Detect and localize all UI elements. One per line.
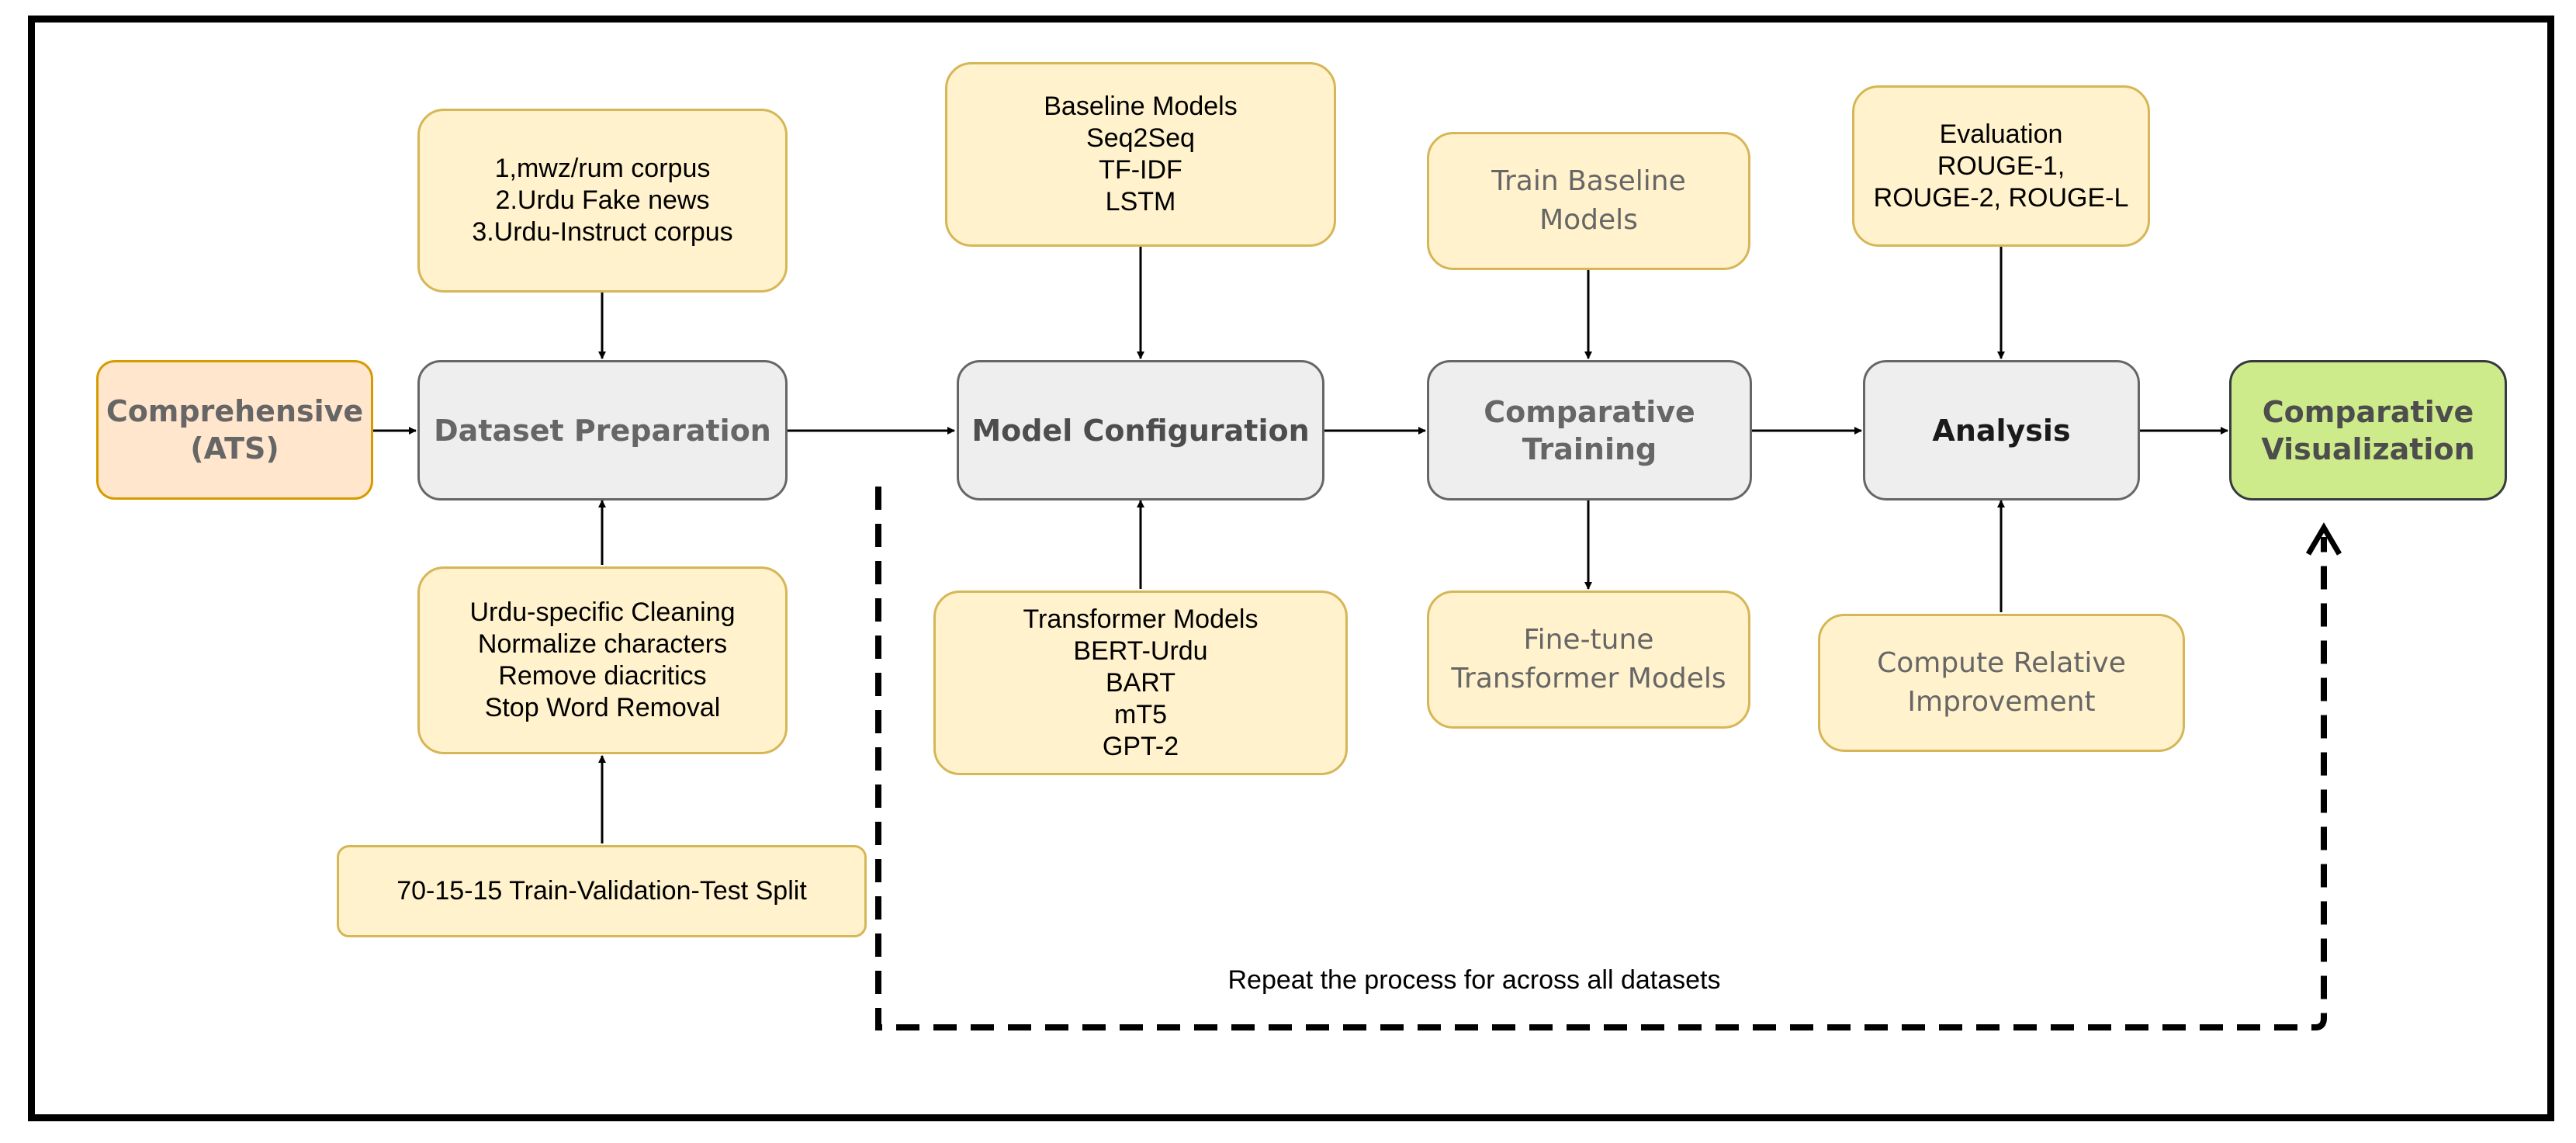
node-label-line: 3.Urdu-Instruct corpus [472,217,733,247]
node-label-line: GPT-2 [1102,731,1179,761]
dataset-preparation-node: Dataset Preparation [417,360,788,500]
evaluation-node: Evaluation ROUGE-1, ROUGE-2, ROUGE-L [1852,85,2150,247]
node-label-line: Stop Word Removal [484,693,721,722]
node-label-line: TF-IDF [1099,155,1182,185]
node-label-line: 2.Urdu Fake news [495,185,710,215]
node-label-line: Visualization [2261,431,2475,466]
diagram-frame [28,16,2554,1121]
node-label-line: (ATS) [190,431,279,466]
node-label-line: Model Configuration [971,413,1310,448]
repeat-process-label: Repeat the process for across all datase… [1227,965,1721,995]
split-node: 70-15-15 Train-Validation-Test Split [337,845,867,937]
node-label-line: Evaluation [1939,119,2063,149]
train-baseline-node: Train Baseline Models [1427,132,1750,270]
node-label-line: mT5 [1114,699,1167,729]
node-label-line: Comparative [2262,394,2474,429]
node-label-line: BART [1105,667,1176,698]
node-label-line: Analysis [1932,413,2071,448]
node-label-line: 1,mwz/rum corpus [494,154,711,183]
transformer-models-node: Transformer Models BERT-Urdu BART mT5 GP… [933,591,1348,775]
node-label-line: Fine-tune [1523,624,1654,656]
node-label-line: Training [1522,431,1657,466]
node-label-line: Compute Relative [1877,647,2126,679]
node-label-line: Train Baseline [1491,165,1686,197]
node-label-line: Improvement [1907,686,2096,718]
node-label-line: Seq2Seq [1086,123,1195,153]
comparative-training-node: Comparative Training [1427,360,1752,500]
node-label-line: Transformer Models [1451,663,1726,694]
node-label-line: Transformer Models [1023,604,1259,634]
repeat-loop-dashed-arrow [875,487,2327,1030]
node-label-line: Models [1539,204,1638,236]
node-label-line: Remove diacritics [498,661,707,691]
node-label-line: Baseline Models [1044,92,1238,121]
relative-improvement-node: Compute Relative Improvement [1818,614,2185,752]
repeat-loop-arrowhead [2305,522,2342,556]
side-input-arrows [598,247,2005,843]
node-label-line: ROUGE-2, ROUGE-L [1873,182,2129,213]
node-label-line: Comprehensive [106,394,364,428]
node-label-line: Urdu-specific Cleaning [469,597,736,627]
comprehensive-ats-node: Comprehensive (ATS) [96,360,373,500]
node-label-line: BERT-Urdu [1073,636,1208,666]
analysis-node: Analysis [1863,360,2140,500]
baseline-models-node: Baseline Models Seq2Seq TF-IDF LSTM [945,62,1336,247]
node-label-line: 70-15-15 Train-Validation-Test Split [396,876,807,906]
node-label-line: Normalize characters [477,629,728,659]
node-label-line: Dataset Preparation [434,413,771,448]
comparative-visualization-node: Comparative Visualization [2229,360,2507,500]
node-label-line: LSTM [1105,187,1176,216]
model-configuration-node: Model Configuration [957,360,1324,500]
fine-tune-node: Fine-tune Transformer Models [1427,591,1750,729]
node-label-line: Comparative [1484,394,1695,429]
corpora-node: 1,mwz/rum corpus 2.Urdu Fake news 3.Urdu… [417,109,788,293]
cleaning-node: Urdu-specific Cleaning Normalize charact… [417,566,788,754]
node-label-line: ROUGE-1, [1937,151,2065,181]
